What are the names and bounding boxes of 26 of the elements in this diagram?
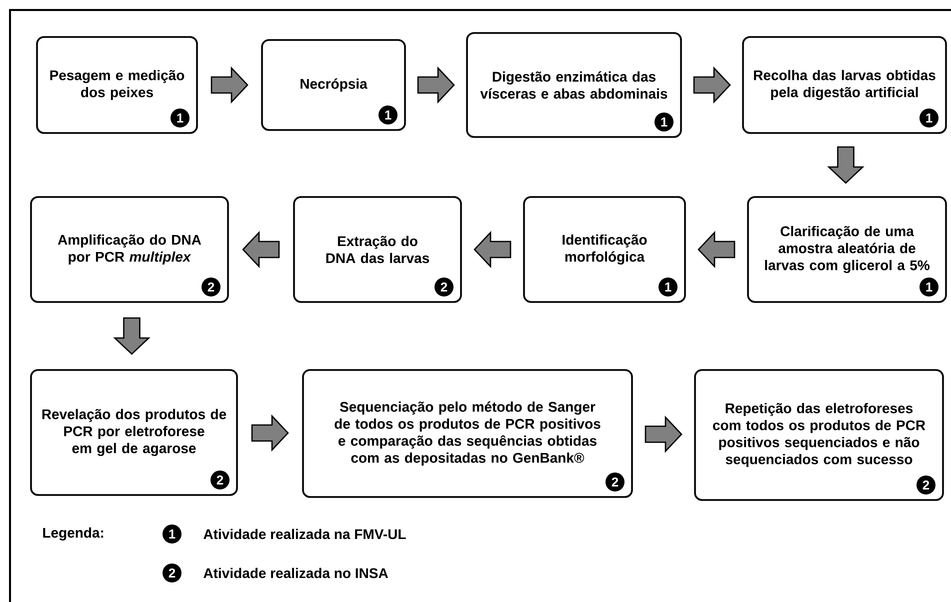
number-badge: 1 xyxy=(920,278,938,296)
block-arrow xyxy=(644,416,682,453)
number-badge: 1 xyxy=(378,106,398,124)
number-badge: 2 xyxy=(916,476,936,494)
block-arrow xyxy=(251,414,289,452)
legend-text: Atividade realizada no INSA xyxy=(204,568,388,578)
number-badge: 1 xyxy=(654,112,674,132)
number-badge: 1 xyxy=(920,108,938,128)
block-arrow xyxy=(693,66,731,104)
block-arrow xyxy=(417,66,455,104)
number-badge: 2 xyxy=(606,472,624,492)
block-arrow xyxy=(474,230,512,268)
number-badge: 2 xyxy=(210,470,230,490)
number-badge: 1 xyxy=(170,108,190,128)
number-badge: 1 xyxy=(658,278,678,296)
block-arrow xyxy=(242,230,280,268)
block-arrow xyxy=(210,66,248,104)
number-badge: 2 xyxy=(434,278,454,296)
number-badge: 1 xyxy=(162,524,182,544)
legend-text: Atividade realizada na FMV-UL xyxy=(204,528,406,540)
legend-title: Legenda: xyxy=(43,527,104,541)
number-badge: 2 xyxy=(202,278,220,296)
block-arrow xyxy=(827,146,864,184)
block-arrow xyxy=(113,317,150,355)
number-badge: 2 xyxy=(162,564,182,582)
block-arrow xyxy=(698,230,736,268)
